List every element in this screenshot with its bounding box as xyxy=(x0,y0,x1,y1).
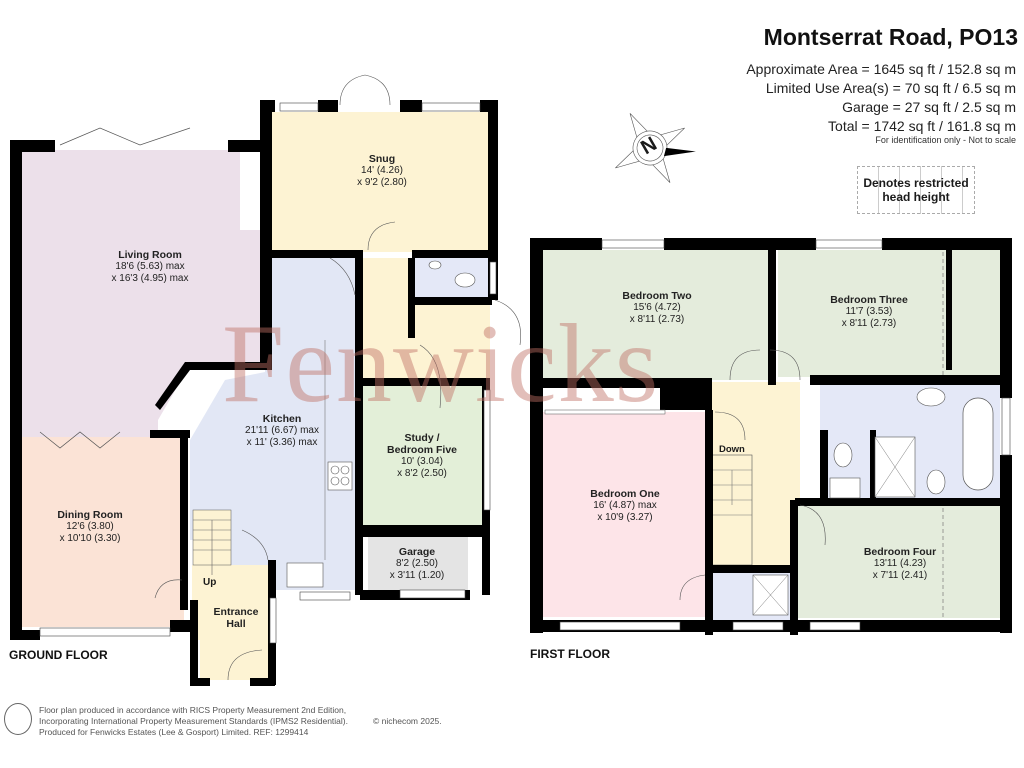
room-name: Garage xyxy=(398,546,436,558)
approximate-area: Approximate Area = 1645 sq ft / 152.8 sq… xyxy=(746,61,1016,77)
footer-line: Produced for Fenwicks Estates (Lee & Gos… xyxy=(39,727,309,737)
room-name: Bedroom Four xyxy=(863,546,937,558)
room-dim: x 11' (3.36) max xyxy=(246,437,318,448)
room-dim: 21'11 (6.67) max xyxy=(245,425,319,436)
limited-use-area: Limited Use Area(s) = 70 sq ft / 6.5 sq … xyxy=(765,80,1016,96)
garage-area-text: Garage = 27 sq ft / 2.5 sq m xyxy=(842,99,1016,115)
room-dim: 12'6 (3.80) xyxy=(66,521,114,532)
room-dim: 11'7 (3.53) xyxy=(845,306,893,317)
accessibility-person-icon xyxy=(4,703,32,735)
room-dim: x 3'11 (1.20) xyxy=(389,570,445,581)
stairs-up-label: Up xyxy=(203,577,217,588)
footer-disclaimer: Floor plan produced in accordance with R… xyxy=(39,705,348,738)
identification-note: For identification only - Not to scale xyxy=(875,135,1016,145)
bifold-door-dining xyxy=(39,431,121,449)
room-dim: x 16'3 (4.95) max xyxy=(111,273,189,284)
toilet-icon xyxy=(926,469,946,495)
room-dim: 13'11 (4.23) xyxy=(873,558,927,569)
bedroom-one-area xyxy=(543,412,708,617)
bedroom-two-area xyxy=(543,250,769,380)
area-summary: Approximate Area = 1645 sq ft / 152.8 sq… xyxy=(746,60,1016,136)
room-dim: 14' (4.26) xyxy=(361,165,403,176)
room-entrance-hall: Entrance Hall xyxy=(214,606,259,630)
room-living-room: Living Room 18'6 (5.63) max x 16'3 (4.95… xyxy=(112,249,189,285)
kitchen-area xyxy=(190,258,355,590)
bath-icon xyxy=(962,397,994,491)
room-name: Dining Room xyxy=(57,509,123,521)
bedroom-four-area xyxy=(795,505,1000,618)
room-dim: 16' (4.87) max xyxy=(593,500,657,511)
room-dim: x 8'11 (2.73) xyxy=(629,314,685,325)
room-bedroom-four: Bedroom Four 13'11 (4.23) x 7'11 (2.41) xyxy=(864,546,936,582)
room-dining-room: Dining Room 12'6 (3.80) x 10'10 (3.30) xyxy=(57,509,122,545)
entrance-hall-area xyxy=(192,565,268,680)
property-title: Montserrat Road, PO13 xyxy=(763,24,1018,50)
basin-icon xyxy=(428,260,442,270)
dining-room-area xyxy=(22,437,184,627)
french-door-snug xyxy=(339,74,391,106)
legend-line-2: head height xyxy=(882,190,950,204)
basin-icon xyxy=(916,387,946,407)
ground-floor-label: GROUND FLOOR xyxy=(9,648,108,662)
room-name: Bedroom One xyxy=(590,488,660,500)
hob-icon xyxy=(327,461,353,491)
room-name: Hall xyxy=(226,618,246,630)
room-dim: 15'6 (4.72) xyxy=(633,302,681,313)
toilet-icon xyxy=(454,272,476,288)
room-dim: x 10'10 (3.30) xyxy=(59,533,121,544)
study-area xyxy=(362,383,482,525)
room-dim: 10' (3.04) xyxy=(401,456,443,467)
room-dim: x 8'11 (2.73) xyxy=(841,318,897,329)
room-study-bedroom-five: Study / Bedroom Five 10' (3.04) x 8'2 (2… xyxy=(387,432,457,480)
room-dim: x 10'9 (3.27) xyxy=(597,512,653,523)
room-garage: Garage 8'2 (2.50) x 3'11 (1.20) xyxy=(390,546,445,582)
sink-icon xyxy=(286,562,324,588)
room-name: Kitchen xyxy=(262,413,302,425)
room-dim: 18'6 (5.63) max xyxy=(115,261,185,272)
restricted-head-height-legend: Denotes restricted head height xyxy=(857,166,975,214)
room-dim: x 7'11 (2.41) xyxy=(872,570,928,581)
legend-line-1: Denotes restricted xyxy=(863,176,969,190)
compass-rose xyxy=(615,113,696,183)
room-dim: x 8'2 (2.50) xyxy=(397,468,447,479)
toilet-icon xyxy=(833,442,853,468)
living-room-area xyxy=(22,150,265,437)
footer-line: Incorporating International Property Mea… xyxy=(39,716,348,726)
room-name: Bedroom Two xyxy=(622,290,692,302)
garage-area xyxy=(368,537,468,595)
room-snug: Snug 14' (4.26) x 9'2 (2.80) xyxy=(357,153,407,189)
first-floor-label: FIRST FLOOR xyxy=(530,647,610,661)
copyright: © nichecom 2025. xyxy=(373,716,442,726)
footer-line: Floor plan produced in accordance with R… xyxy=(39,705,347,715)
room-dim: x 9'2 (2.80) xyxy=(357,177,407,188)
room-name: Snug xyxy=(368,153,396,165)
sink-unit-icon xyxy=(829,477,861,499)
room-name: Living Room xyxy=(118,249,182,261)
room-dim: 8'2 (2.50) xyxy=(396,558,438,569)
room-kitchen: Kitchen 21'11 (6.67) max x 11' (3.36) ma… xyxy=(245,413,319,449)
room-name: Bedroom Five xyxy=(386,444,458,456)
lobby-area xyxy=(415,305,490,380)
total-area: Total = 1742 sq ft / 161.8 sq m xyxy=(828,118,1016,134)
bifold-door-living xyxy=(59,127,191,146)
snug-area xyxy=(272,112,490,252)
bedroom-three-area xyxy=(778,250,1000,377)
room-name: Bedroom Three xyxy=(830,294,908,306)
room-bedroom-one: Bedroom One 16' (4.87) max x 10'9 (3.27) xyxy=(590,488,659,524)
cloakroom-area xyxy=(412,258,490,298)
room-bedroom-three: Bedroom Three 11'7 (3.53) x 8'11 (2.73) xyxy=(830,294,908,330)
room-name: Entrance xyxy=(213,606,259,618)
room-name: Study / xyxy=(404,432,440,444)
room-bedroom-two: Bedroom Two 15'6 (4.72) x 8'11 (2.73) xyxy=(622,290,691,326)
stairs-down-label: Down xyxy=(719,444,745,455)
